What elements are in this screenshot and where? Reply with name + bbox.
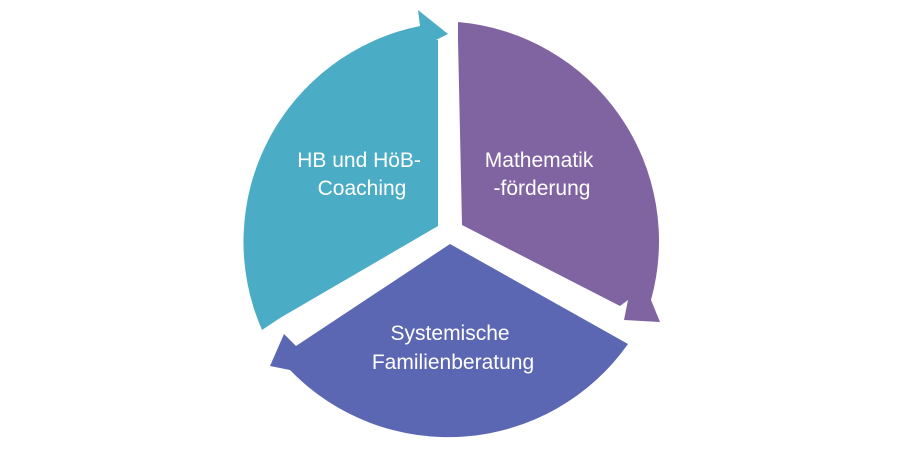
segment-mathe: Mathematik -förderung (458, 22, 660, 322)
segment-familie: Systemische Familienberatung (270, 244, 628, 438)
segment-familie-label-line-1: Systemische (391, 322, 510, 345)
segment-coaching-label-line-2: Coaching (318, 177, 407, 200)
segment-familie-label-line-2: Familienberatung (372, 351, 534, 374)
segment-coaching-shape (243, 10, 448, 330)
segment-mathe-label-line-1: Mathematik (485, 149, 594, 172)
segment-mathe-label: Mathematik -förderung (485, 149, 599, 200)
segment-familie-label: Systemische Familienberatung (372, 322, 534, 374)
segment-coaching: HB und HöB- Coaching (243, 10, 448, 330)
segment-mathe-shape (458, 22, 660, 322)
segment-coaching-label: HB und HöB- Coaching (297, 149, 427, 200)
segment-coaching-label-line-1: HB und HöB- (297, 149, 421, 172)
segment-familie-shape (270, 244, 628, 438)
segment-mathe-label-line-2: -förderung (494, 177, 591, 200)
